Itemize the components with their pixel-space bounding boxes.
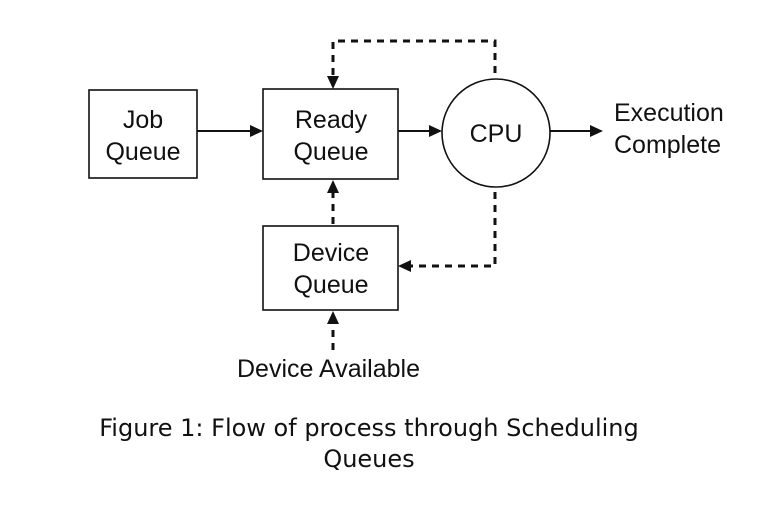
cpu-node: CPU: [441, 78, 551, 188]
device-queue-label-line2: Queue: [293, 271, 368, 299]
ready-queue-node: Ready Queue: [262, 88, 399, 180]
device-available-label: Device Available: [237, 355, 420, 383]
arrow-cpu-to-exit: [550, 125, 603, 137]
arrow-ready-to-cpu: [398, 125, 442, 137]
arrow-device-to-ready-dashed: [327, 180, 339, 224]
job-queue-node: Job Queue: [88, 89, 198, 179]
arrow-cpu-to-device-dashed: [398, 192, 497, 272]
job-queue-label-line2: Queue: [105, 138, 180, 166]
arrow-job-to-ready: [197, 125, 263, 137]
execution-complete-label-line2: Complete: [614, 131, 721, 159]
arrow-available-to-device-dashed: [327, 311, 339, 350]
execution-complete-label-line1: Execution: [614, 99, 724, 127]
cpu-label: CPU: [470, 120, 523, 148]
figure-caption-line1: Figure 1: Flow of process through Schedu…: [99, 414, 638, 442]
ready-queue-label-line2: Queue: [293, 138, 368, 166]
job-queue-label-line1: Job: [123, 106, 163, 134]
device-queue-label-line1: Device: [293, 239, 369, 267]
device-queue-node: Device Queue: [262, 225, 399, 311]
figure-caption-line2: Queues: [323, 445, 414, 473]
ready-queue-label-line1: Ready: [295, 106, 368, 134]
arrow-cpu-to-ready-dashed: [327, 39, 497, 89]
